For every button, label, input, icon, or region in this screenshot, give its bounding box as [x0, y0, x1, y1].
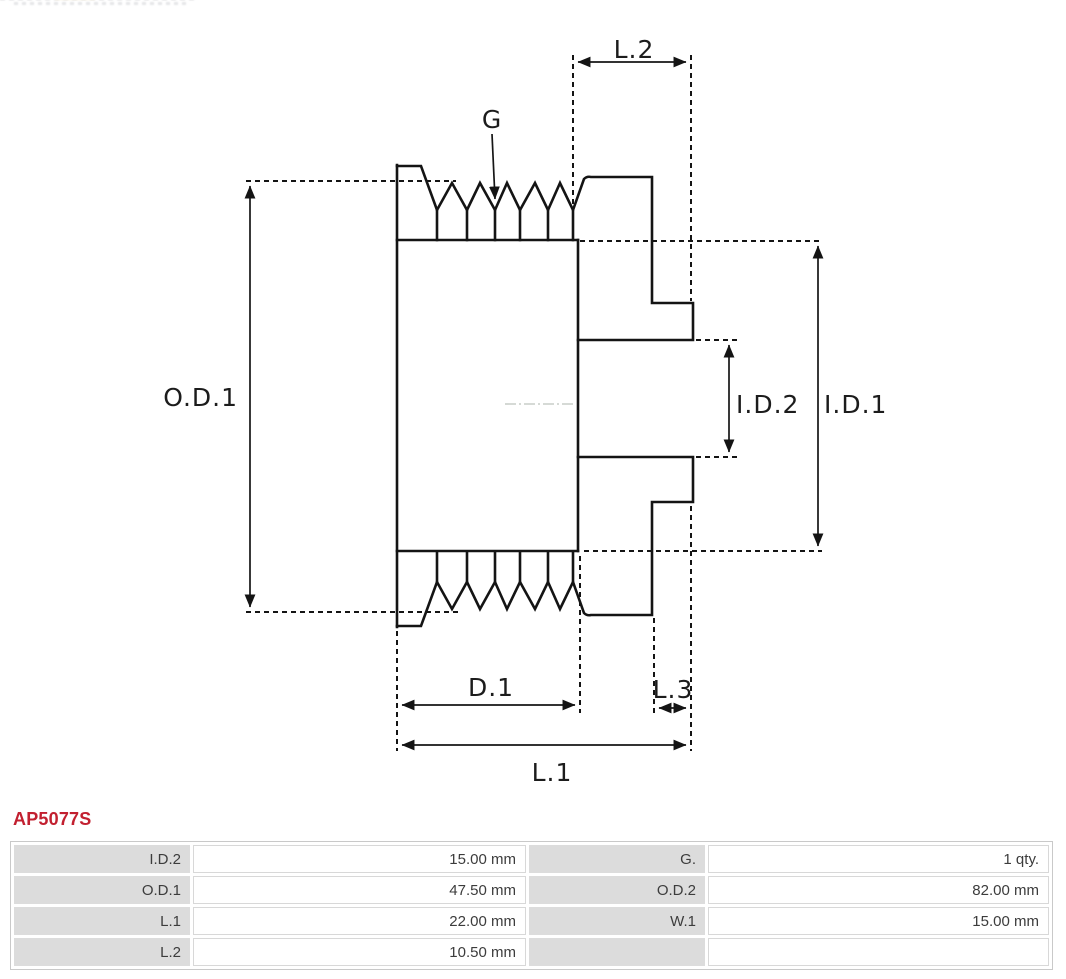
spec-row: L.2 10.50 mm — [14, 938, 1049, 966]
spec-value: 1 qty. — [708, 845, 1049, 873]
pulley-profile-top — [395, 164, 695, 342]
dim-label-l1: L.1 — [532, 758, 573, 787]
spec-label — [529, 938, 705, 966]
dim-l3: L.3 — [653, 675, 694, 714]
dim-l1: L.1 — [401, 739, 687, 787]
extension-lines — [246, 55, 822, 751]
spec-label: I.D.2 — [14, 845, 190, 873]
pulley-technical-drawing: L.2 G O.D.1 I.D.2 I.D.1 D.1 L.3 — [163, 35, 887, 787]
dim-label-d1: D.1 — [468, 673, 514, 702]
spec-value: 22.00 mm — [193, 907, 526, 935]
spec-label: O.D.1 — [14, 876, 190, 904]
dim-d1: D.1 — [401, 673, 576, 711]
spec-value: 47.50 mm — [193, 876, 526, 904]
spec-row: I.D.2 15.00 mm G. 1 qty. — [14, 845, 1049, 873]
groove-walls-top — [435, 208, 575, 242]
spec-value: 82.00 mm — [708, 876, 1049, 904]
dim-g: G — [482, 105, 502, 200]
part-number: AP5077S — [13, 809, 92, 829]
spec-label: G. — [529, 845, 705, 873]
site-logo-cropped — [0, 0, 196, 10]
spec-value: 15.00 mm — [708, 907, 1049, 935]
spec-label: W.1 — [529, 907, 705, 935]
spec-label: O.D.2 — [529, 876, 705, 904]
dim-label-l3: L.3 — [653, 675, 694, 704]
spec-label: L.1 — [14, 907, 190, 935]
spec-label: L.2 — [14, 938, 190, 966]
dim-label-id1: I.D.1 — [824, 390, 887, 419]
dim-id1: I.D.1 — [812, 245, 887, 547]
dim-label-od1: O.D.1 — [163, 383, 238, 412]
groove-walls-bottom — [435, 550, 575, 584]
pulley-outline — [395, 163, 695, 629]
spec-value: 15.00 mm — [193, 845, 526, 873]
dim-label-l2: L.2 — [614, 35, 655, 64]
spec-value — [708, 938, 1049, 966]
dim-label-id2: I.D.2 — [736, 390, 799, 419]
spec-row: L.1 22.00 mm W.1 15.00 mm — [14, 907, 1049, 935]
dim-l2: L.2 — [577, 35, 687, 68]
dim-label-g: G — [482, 105, 502, 134]
dim-od1: O.D.1 — [163, 185, 256, 608]
spec-value: 10.50 mm — [193, 938, 526, 966]
dim-id2: I.D.2 — [723, 344, 799, 453]
spec-row: O.D.1 47.50 mm O.D.2 82.00 mm — [14, 876, 1049, 904]
spec-table: I.D.2 15.00 mm G. 1 qty. O.D.1 47.50 mm … — [10, 841, 1053, 970]
pulley-profile-bottom — [395, 455, 695, 628]
